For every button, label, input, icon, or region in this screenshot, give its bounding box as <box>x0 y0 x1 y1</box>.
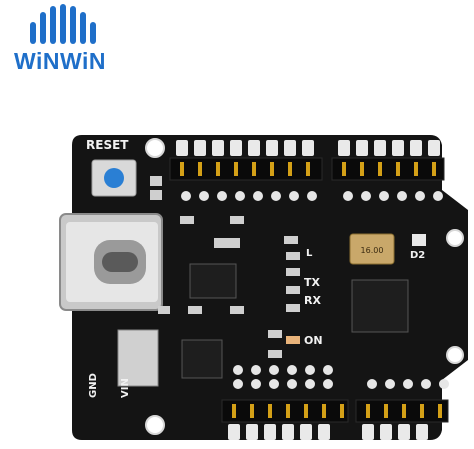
pcb-body <box>72 135 468 440</box>
mount-hole <box>145 415 165 435</box>
crystal-oscillator: 16.00 <box>349 233 395 265</box>
top-header-left <box>169 140 323 181</box>
winwin-logo: WiNWiN <box>0 0 120 80</box>
reset-label: RESET <box>86 138 129 152</box>
reset-button <box>91 159 137 197</box>
bottom-pads <box>233 365 449 389</box>
top-header-right <box>331 140 445 181</box>
mount-hole <box>145 138 165 158</box>
power-led <box>286 336 300 344</box>
mcu-chip <box>351 279 409 333</box>
bottom-header-left <box>221 399 349 440</box>
smd-components <box>150 176 300 358</box>
crystal-label: 16.00 <box>361 246 384 255</box>
gnd-label: GND <box>88 373 99 398</box>
logo-bars-icon <box>30 4 96 44</box>
tx-label: TX <box>304 276 320 289</box>
brand-name: WiNWiN <box>13 48 106 74</box>
mount-hole <box>446 346 464 364</box>
reset-button-cap <box>104 168 124 188</box>
voltage-regulator <box>117 329 159 387</box>
rx-label: RX <box>304 294 321 307</box>
regulator-chip <box>181 339 223 379</box>
d2-led <box>412 234 426 246</box>
usb-serial-chip <box>189 263 237 299</box>
bottom-header-right <box>355 399 449 440</box>
usb-c-connector <box>59 213 163 311</box>
d2-label: D2 <box>410 250 426 261</box>
top-pads <box>181 191 443 201</box>
l-label: L <box>306 248 313 259</box>
vin-label: VIN <box>120 378 131 398</box>
on-label: ON <box>304 334 323 347</box>
mount-hole <box>446 229 464 247</box>
